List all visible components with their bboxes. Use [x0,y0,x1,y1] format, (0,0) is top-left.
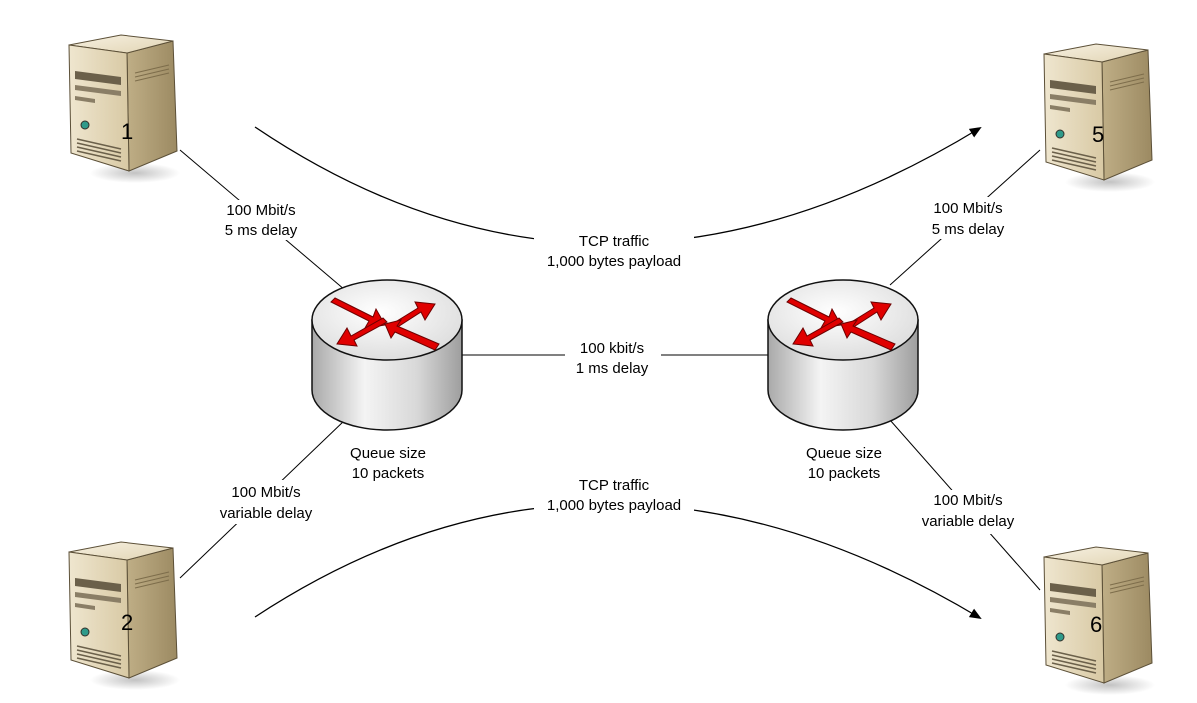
link-s1-delay: 5 ms delay [225,222,298,239]
server-2: 2 [68,541,181,691]
server-2-label: 2 [121,610,133,635]
server-6: 6 [1043,546,1156,696]
flow-bottom-payload: 1,000 bytes payload [547,497,681,514]
server-5: 5 [1043,43,1156,193]
server-5-label: 5 [1092,122,1104,147]
router-right-queue-size: 10 packets [808,465,881,482]
flow-top-title: TCP traffic [579,233,650,250]
link-s1-speed: 100 Mbit/s [226,202,295,219]
link-s5-delay: 5 ms delay [932,221,1005,238]
router-left [311,279,463,431]
flow-arrow-bottom [254,503,982,620]
link-s6-delay: variable delay [922,513,1015,530]
flow-arrow-top [254,126,982,245]
link-bottleneck-delay: 1 ms delay [576,360,649,377]
link-bottleneck-speed: 100 kbit/s [580,340,644,357]
flow-bottom-title: TCP traffic [579,477,650,494]
router-right [767,279,919,431]
router-left-queue-label: Queue size [350,445,426,462]
server-1-label: 1 [121,119,133,144]
flow-top-payload: 1,000 bytes payload [547,253,681,270]
link-s5-speed: 100 Mbit/s [933,200,1002,217]
link-s2-delay: variable delay [220,505,313,522]
server-1: 1 [68,34,181,184]
link-s6-speed: 100 Mbit/s [933,492,1002,509]
router-right-queue-label: Queue size [806,445,882,462]
router-left-queue-size: 10 packets [352,465,425,482]
link-s2-speed: 100 Mbit/s [231,484,300,501]
server-6-label: 6 [1090,612,1102,637]
